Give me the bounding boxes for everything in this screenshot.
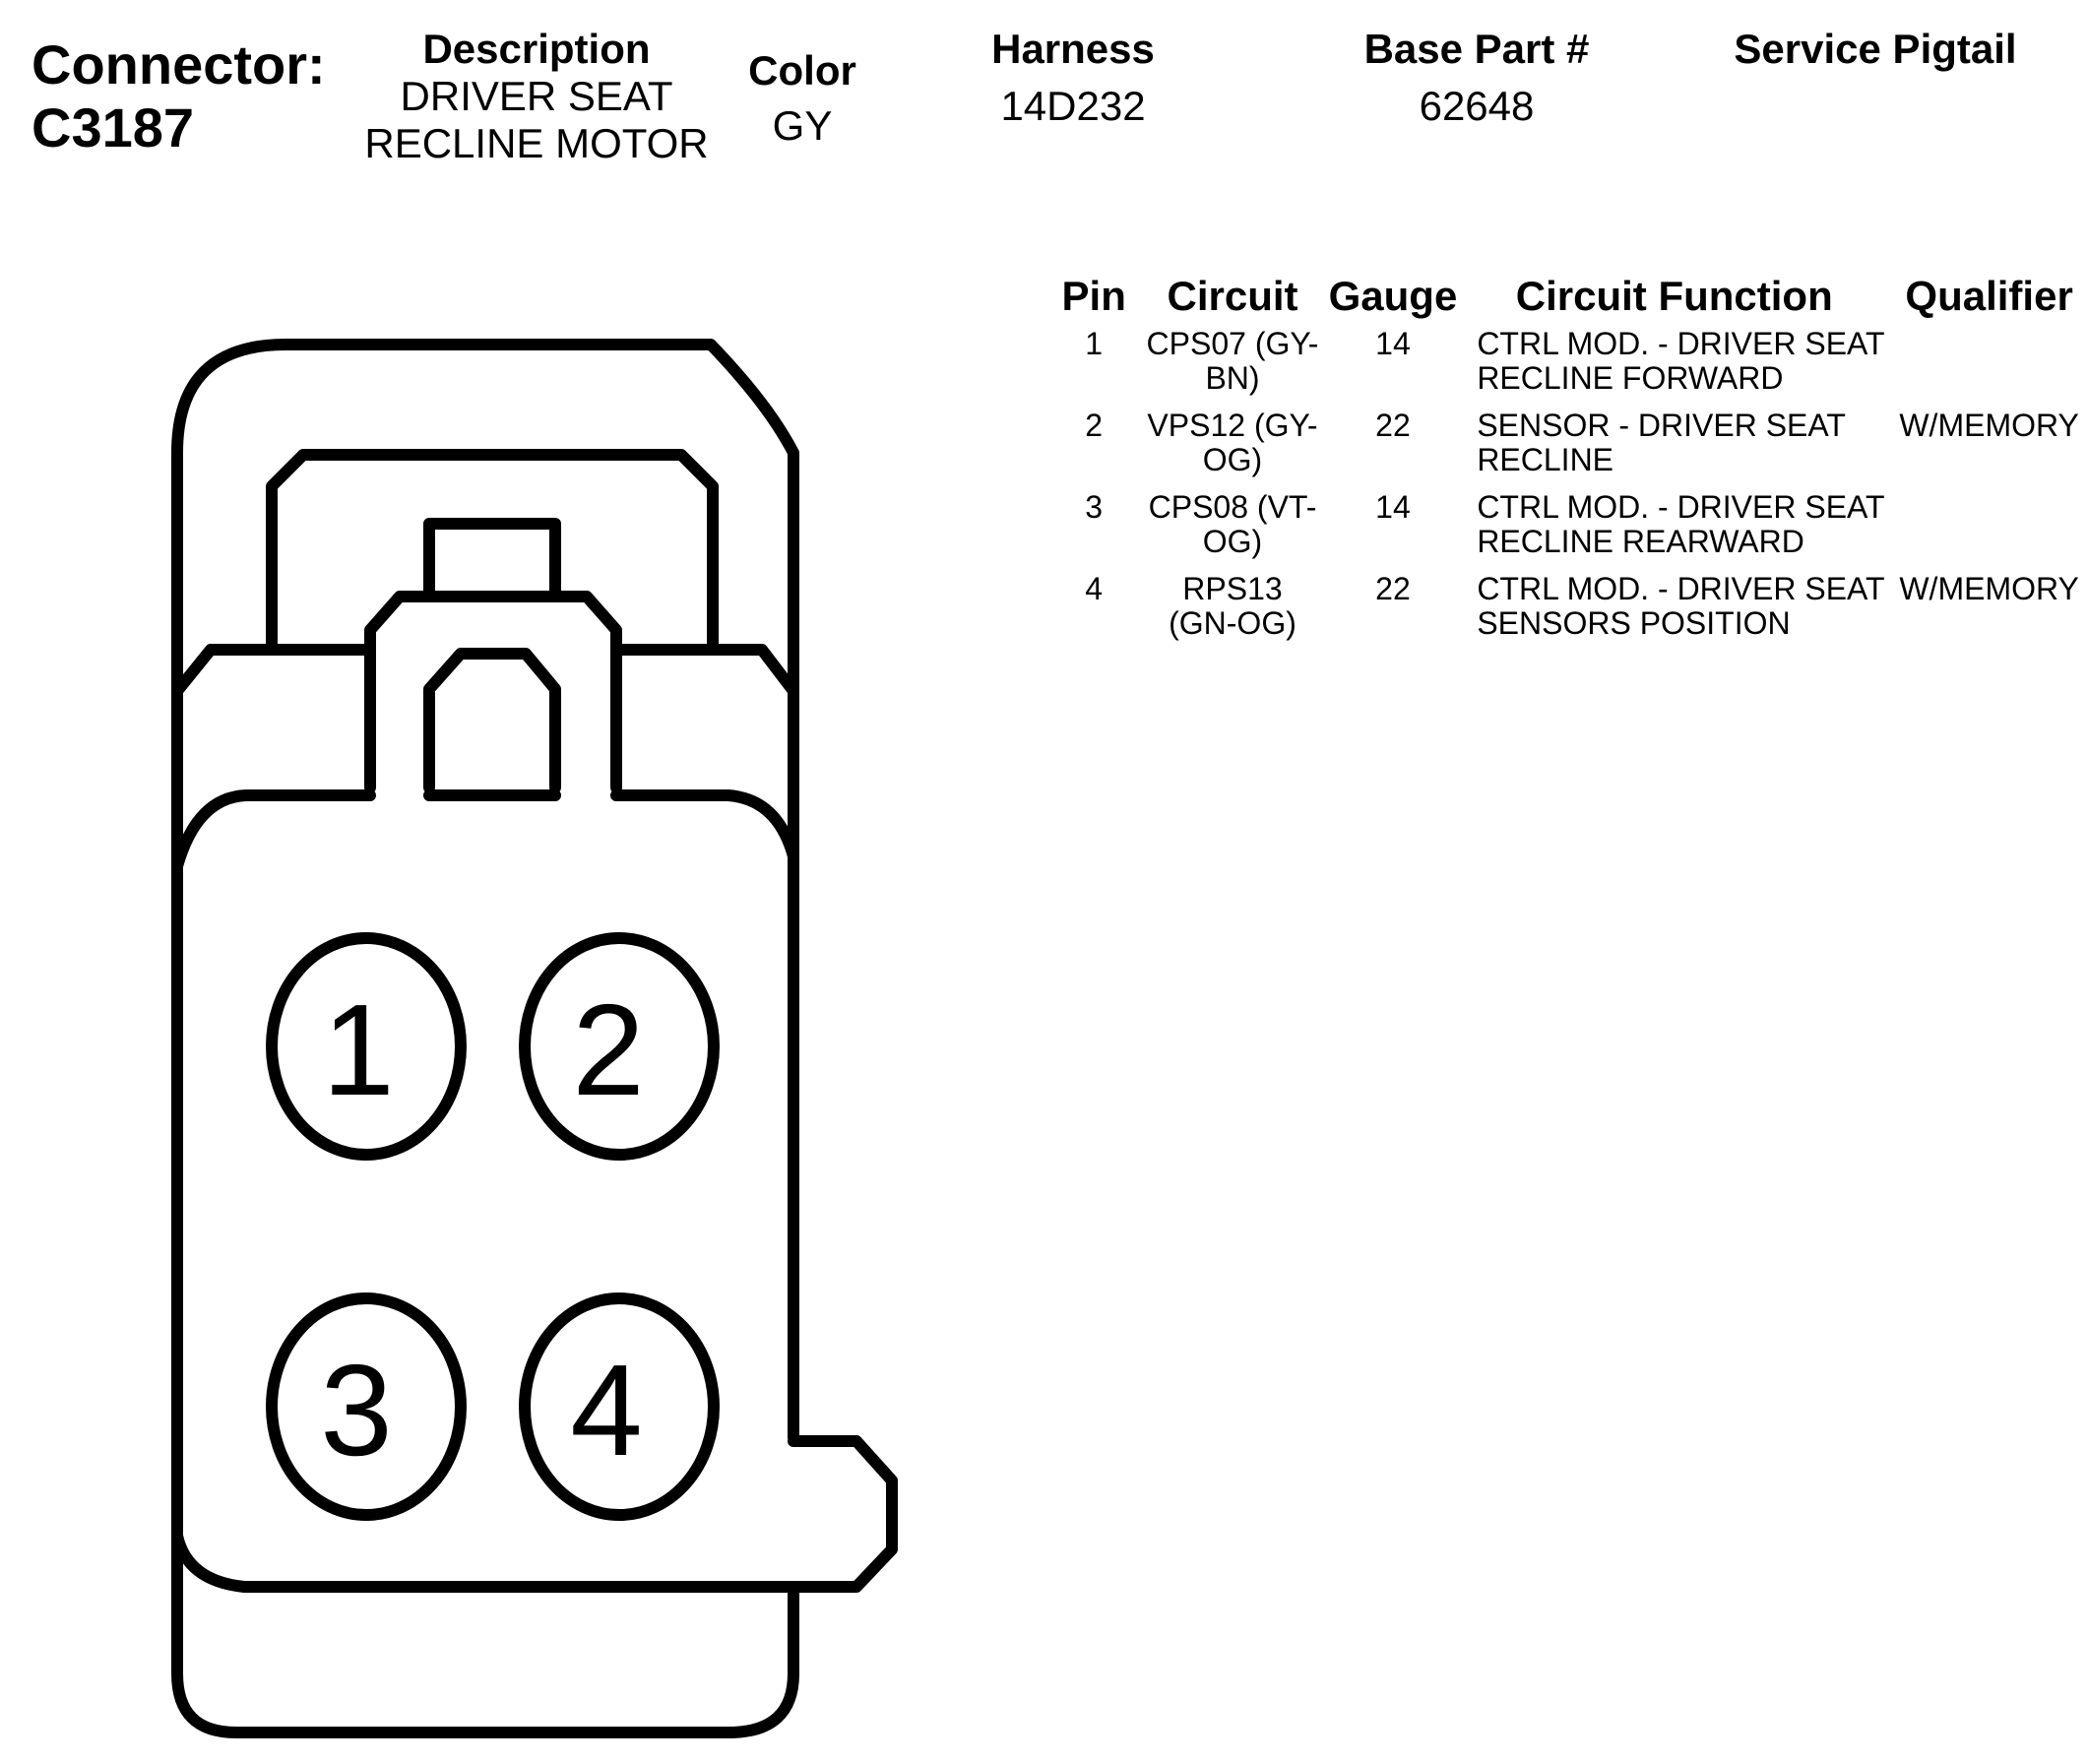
circuit-cell: RPS13 (GN-OG) — [1136, 572, 1328, 654]
table-row: 4 RPS13 (GN-OG) 22 CTRL MOD. - DRIVER SE… — [1051, 572, 2087, 654]
function-line2: RECLINE — [1477, 442, 1614, 477]
pin-number: 3 — [1085, 489, 1104, 525]
column-header-circuit-function: Circuit Function — [1515, 273, 1833, 319]
pin-number: 4 — [1085, 571, 1104, 606]
function-line2: SENSORS POSITION — [1477, 605, 1791, 641]
circuit-line2: OG) — [1202, 524, 1263, 559]
column-header-pin: Pin — [1061, 273, 1126, 319]
pin-3-cavity — [266, 1292, 467, 1521]
color-column: Color GY — [728, 47, 876, 150]
function-cell: CTRL MOD. - DRIVER SEAT RECLINE FORWARD — [1457, 327, 1891, 409]
circuit-line1: CPS08 (VT- — [1148, 489, 1317, 525]
pin-number: 1 — [1085, 326, 1104, 361]
pin-1-label: 1 — [322, 977, 394, 1122]
pin-1-cavity — [266, 932, 467, 1161]
pin-table: Pin Circuit Gauge Circuit Function Quali… — [1051, 272, 2087, 654]
circuit-cell: CPS07 (GY- BN) — [1136, 327, 1328, 409]
circuit-line2: BN) — [1205, 360, 1260, 396]
connector-title: Connector: C3187 — [32, 33, 326, 159]
harness-value: 14D232 — [1000, 83, 1146, 129]
circuit-line1: CPS07 (GY- — [1146, 326, 1319, 361]
function-line1: CTRL MOD. - DRIVER SEAT — [1477, 489, 1885, 525]
harness-column: Harness 14D232 — [945, 26, 1201, 130]
column-header-circuit: Circuit — [1167, 273, 1298, 319]
base-part-column: Base Part # 62648 — [1339, 26, 1614, 130]
qualifier-cell: W/MEMORY — [1899, 408, 2079, 443]
description-value-line1: DRIVER SEAT — [400, 73, 673, 119]
latch-center-block — [364, 591, 622, 793]
gauge-cell: 14 — [1375, 326, 1411, 361]
connector-housing-top — [171, 339, 799, 1443]
pin-4-cavity — [519, 1292, 720, 1521]
description-label: Description — [422, 26, 651, 72]
pin-2-label: 2 — [572, 977, 644, 1122]
circuit-cell: VPS12 (GY- OG) — [1136, 409, 1328, 490]
connector-id: C3187 — [32, 96, 195, 158]
circuit-line2: OG) — [1202, 442, 1263, 477]
service-pigtail-column: Service Pigtail — [1693, 26, 2057, 73]
color-value: GY — [772, 102, 833, 149]
table-row: 1 CPS07 (GY- BN) 14 CTRL MOD. - DRIVER S… — [1051, 327, 2087, 409]
cavity-body-outline — [171, 789, 799, 872]
description-value-line2: RECLINE MOTOR — [364, 120, 709, 166]
connector-label: Connector: — [32, 33, 326, 95]
table-row: 3 CPS08 (VT- OG) 14 CTRL MOD. - DRIVER S… — [1051, 490, 2087, 572]
function-cell: CTRL MOD. - DRIVER SEAT SENSORS POSITION — [1457, 572, 1891, 654]
circuit-line1: VPS12 (GY- — [1147, 408, 1318, 443]
function-line1: CTRL MOD. - DRIVER SEAT — [1477, 326, 1885, 361]
latch-ledge-right — [610, 644, 799, 697]
base-part-label: Base Part # — [1363, 26, 1590, 72]
column-header-qualifier: Qualifier — [1905, 273, 2073, 319]
connector-housing-outline — [171, 447, 799, 1738]
gauge-cell: 14 — [1375, 489, 1411, 525]
cavity-body-bottom — [171, 1435, 898, 1593]
column-header-gauge: Gauge — [1328, 273, 1458, 319]
gauge-cell: 22 — [1375, 408, 1411, 443]
gauge-cell: 22 — [1375, 571, 1411, 606]
latch-inner-slot — [423, 648, 561, 793]
function-cell: CTRL MOD. - DRIVER SEAT RECLINE REARWARD — [1457, 490, 1891, 572]
function-line2: RECLINE FORWARD — [1477, 360, 1784, 396]
pin-3-label: 3 — [320, 1338, 392, 1482]
circuit-line1: RPS13 — [1182, 571, 1283, 606]
pin-table-header: Pin Circuit Gauge Circuit Function Quali… — [1051, 272, 2087, 327]
table-row: 2 VPS12 (GY- OG) 22 SENSOR - DRIVER SEAT… — [1051, 409, 2087, 490]
qualifier-cell: W/MEMORY — [1899, 571, 2079, 606]
pin-2-cavity — [519, 932, 720, 1161]
base-part-value: 62648 — [1419, 83, 1535, 129]
function-line2: RECLINE REARWARD — [1477, 524, 1804, 559]
description-column: Description DRIVER SEAT RECLINE MOTOR — [325, 26, 748, 167]
function-line1: CTRL MOD. - DRIVER SEAT — [1477, 571, 1885, 606]
circuit-line2: (GN-OG) — [1169, 605, 1296, 641]
function-cell: SENSOR - DRIVER SEAT RECLINE — [1457, 409, 1891, 490]
service-pigtail-label: Service Pigtail — [1734, 26, 2017, 72]
latch-ledge-left — [171, 644, 376, 697]
pin-number: 2 — [1085, 408, 1104, 443]
latch-upper-frame — [266, 449, 719, 656]
harness-label: Harness — [991, 26, 1155, 72]
pin-4-label: 4 — [570, 1338, 642, 1482]
latch-top-tab — [423, 518, 561, 602]
circuit-cell: CPS08 (VT- OG) — [1136, 490, 1328, 572]
color-label: Color — [748, 47, 856, 94]
function-line1: SENSOR - DRIVER SEAT — [1477, 408, 1846, 443]
